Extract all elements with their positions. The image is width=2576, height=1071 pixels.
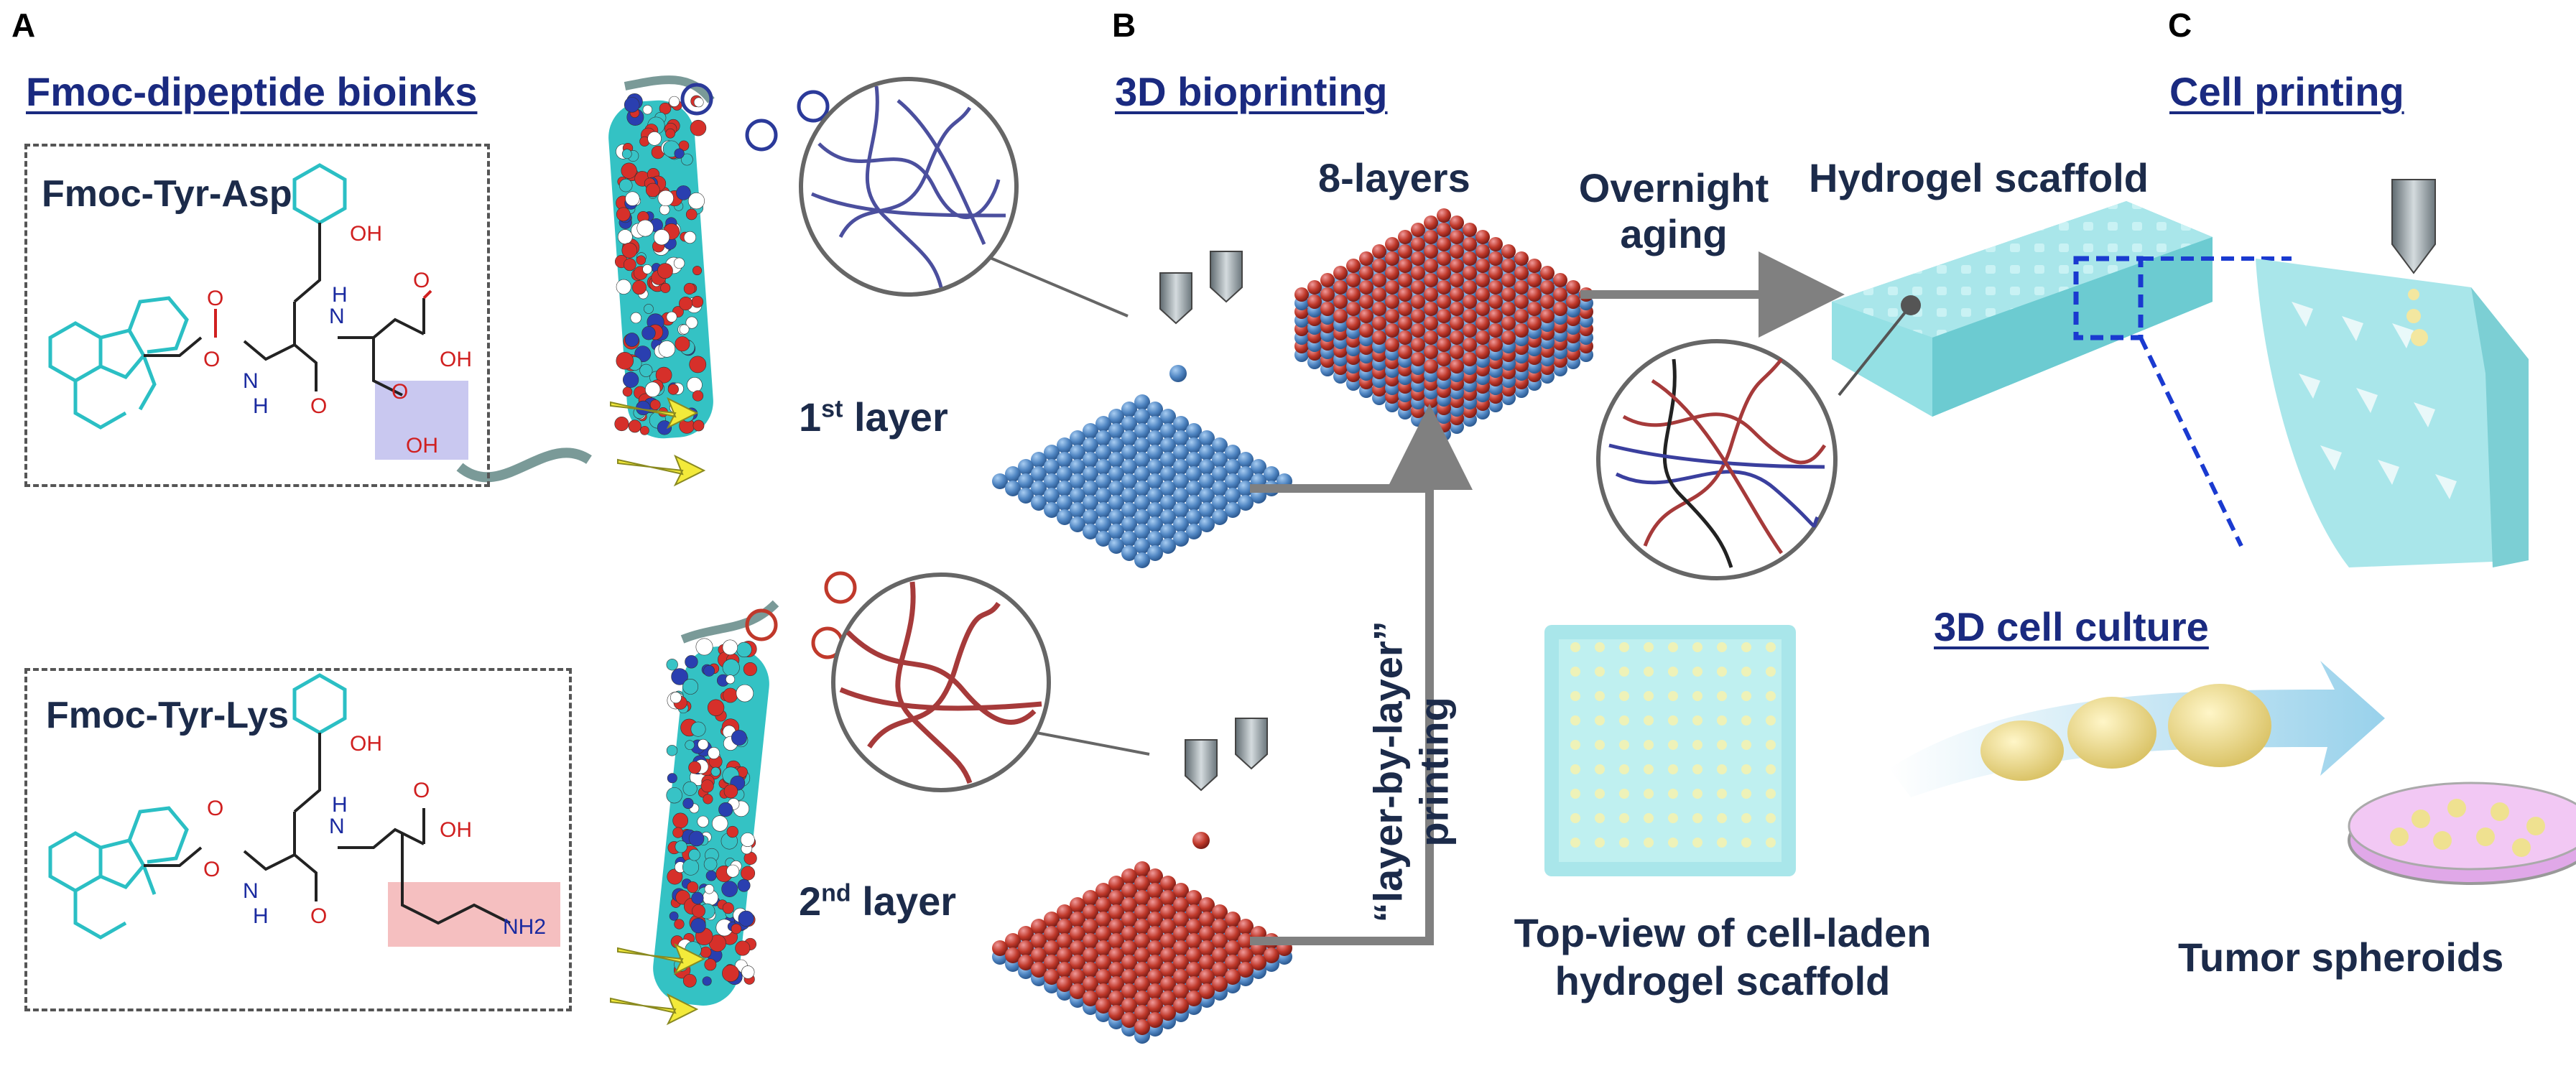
- negative-charges: [680, 83, 830, 152]
- petri-dish: [2348, 782, 2576, 885]
- layer-number: 1: [799, 394, 822, 440]
- cell-printing-zoom: [2256, 179, 2529, 567]
- chem-oxygen: O: [310, 904, 327, 928]
- heading-3d-cell-culture: 3D cell culture: [1934, 604, 2209, 649]
- label-overnight-aging: Overnight aging: [1578, 165, 1769, 257]
- chem-nitrogen: N: [243, 369, 259, 393]
- top-view-scaffold: [1544, 625, 1796, 876]
- label-layer-by-layer-printing: “layer-by-layer” printing: [1365, 621, 1457, 923]
- fibril-top: [456, 75, 715, 487]
- layer-word: layer: [851, 878, 957, 924]
- chem-oxygen: O: [207, 287, 223, 310]
- label-tumor-spheroids: Tumor spheroids: [2178, 935, 2504, 980]
- chem-hydroxyl: OH: [350, 222, 382, 246]
- chem-nitrogen: N: [329, 815, 345, 838]
- label-first-layer: 1st layer: [799, 394, 948, 440]
- nozzles-top: [1159, 251, 1243, 382]
- hydrogel-network-magnifier: [1596, 339, 1838, 580]
- nozzles-bottom: [1185, 718, 1268, 849]
- heading-3d-bioprinting: 3D bioprinting: [1115, 69, 1388, 114]
- layer-number: 2: [799, 878, 822, 924]
- panel-letter-a: A: [11, 6, 36, 44]
- spheroid-small: [1980, 720, 2064, 781]
- label-8-layers: 8-layers: [1318, 155, 1470, 200]
- chem-nitrogen-h: H: [253, 904, 269, 928]
- fmoc-tyr-lys-structure: O O N H N H O O OH OH NH2: [48, 673, 560, 947]
- chem-oxygen: O: [413, 269, 430, 292]
- chem-carboxyl-oh: OH: [440, 348, 472, 371]
- panel-letter-b: B: [1112, 6, 1136, 44]
- chem-carboxyl-oh: OH: [440, 818, 472, 842]
- chem-oxygen: O: [310, 394, 327, 418]
- layer-ordinal: st: [821, 395, 843, 423]
- label-fmoc-tyr-asp: Fmoc-Tyr-Asp: [42, 173, 292, 215]
- second-layer-grid: [992, 861, 1292, 1044]
- chem-nitrogen-h: H: [332, 793, 348, 817]
- chem-nitrogen: N: [243, 879, 259, 903]
- lys-amine-highlight: [388, 882, 560, 947]
- heading-fmoc-dipeptide-bioinks: Fmoc-dipeptide bioinks: [26, 69, 478, 114]
- cell-print-nozzle: [2391, 179, 2436, 274]
- hydrogel-scaffold: [1832, 201, 2292, 547]
- fiber-network-magnifier-top: [799, 77, 1129, 317]
- chem-nitrogen: N: [329, 305, 345, 328]
- chem-nitrogen-h: H: [332, 283, 348, 307]
- fmoc-tyr-asp-structure: O O N H N H O O OH OH OH O: [48, 163, 472, 460]
- layer-ordinal: nd: [821, 879, 851, 907]
- fibril-bottom: [610, 600, 779, 1026]
- chem-amine: NH2: [503, 915, 546, 939]
- fiber-network-magnifier-bottom: [831, 572, 1150, 792]
- molecule-box-bottom: [24, 668, 572, 1011]
- positive-charges: [745, 571, 857, 659]
- layer-arrows: [1250, 251, 1845, 945]
- chem-nitrogen-h: H: [253, 394, 269, 418]
- spheroid-medium: [2067, 697, 2156, 769]
- panel-letter-c: C: [2168, 6, 2192, 44]
- eight-layer-stack: [1294, 208, 1593, 441]
- chem-oxygen: O: [413, 779, 430, 802]
- label-top-view-scaffold: Top-view of cell-laden hydrogel scaffold: [1514, 910, 1932, 1004]
- label-fmoc-tyr-lys: Fmoc-Tyr-Lys: [46, 695, 289, 736]
- chem-oxygen: O: [203, 348, 220, 371]
- chem-oxygen: O: [207, 797, 223, 820]
- heading-cell-printing: Cell printing: [2169, 69, 2404, 114]
- label-second-layer: 2nd layer: [799, 878, 956, 924]
- spheroid-large: [2168, 684, 2271, 767]
- chem-carboxyl-oh: OH: [406, 434, 438, 458]
- asp-carboxyl-highlight: [375, 381, 468, 460]
- first-layer-grid: [992, 394, 1292, 568]
- molecule-box-top: [24, 144, 490, 487]
- chem-hydroxyl: OH: [350, 732, 382, 756]
- culture-arrow: [1889, 661, 2385, 797]
- chem-oxygen: O: [203, 858, 220, 881]
- layer-word: layer: [843, 394, 948, 440]
- label-hydrogel-scaffold: Hydrogel scaffold: [1809, 155, 2149, 200]
- chem-oxygen: O: [392, 380, 408, 404]
